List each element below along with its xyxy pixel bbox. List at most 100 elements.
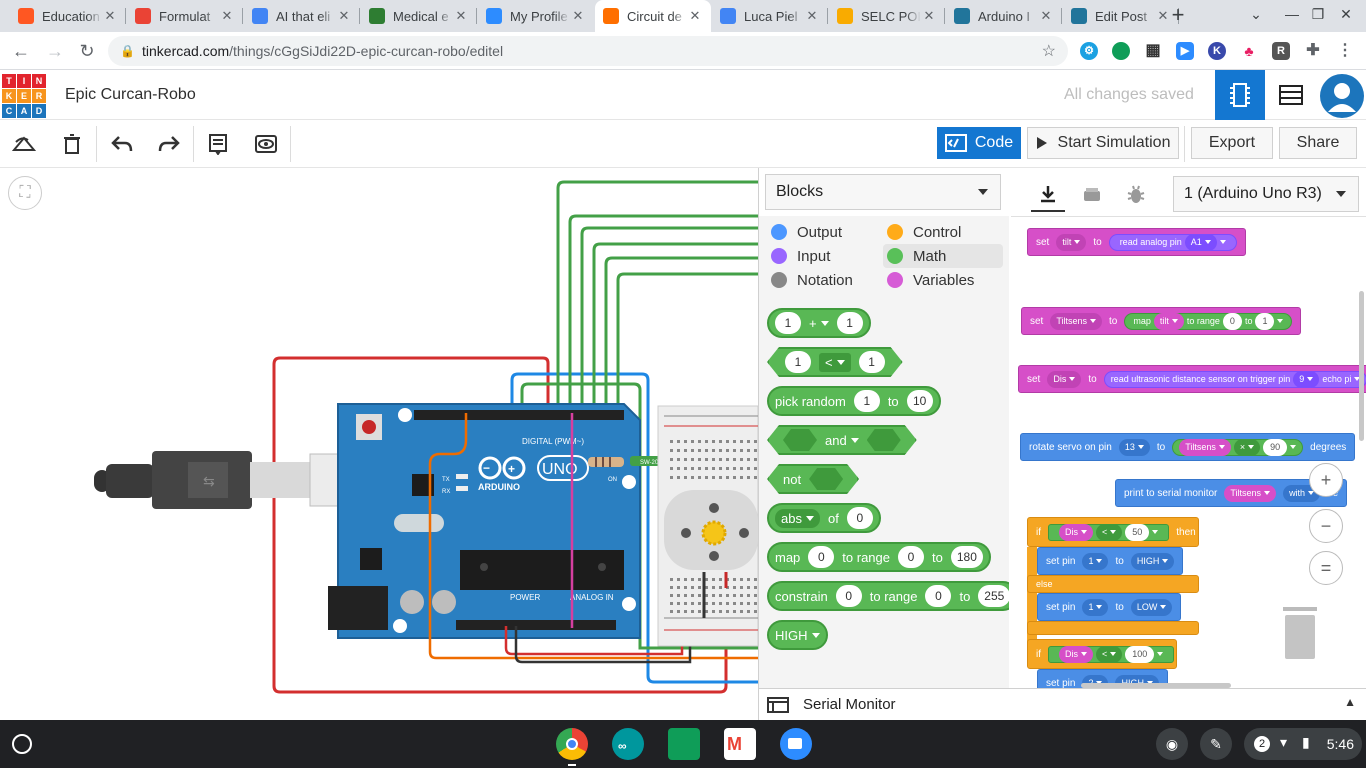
wire-blue[interactable] [510, 372, 758, 684]
range-from[interactable]: 0 [1222, 312, 1242, 330]
category-variables[interactable]: Variables [883, 268, 974, 292]
media-control-icon[interactable]: ◉ [1156, 728, 1188, 760]
arith-operator-dropdown[interactable]: + [809, 316, 829, 331]
extension-icon[interactable]: ⚙ [1080, 42, 1098, 60]
trigger-pin-dropdown[interactable]: 9 [1293, 370, 1320, 388]
browser-tab[interactable]: SELC POI✕ [829, 0, 945, 32]
map-block[interactable]: map 0 to range 0 to 180 [767, 542, 991, 572]
if-block[interactable]: if Dis < 50 then [1027, 517, 1199, 547]
wire-green-1[interactable] [520, 382, 758, 650]
code-button[interactable]: Code [937, 127, 1021, 159]
map-from[interactable]: 0 [898, 546, 924, 568]
compare-value[interactable]: 100 [1125, 645, 1155, 663]
abs-value[interactable]: 0 [846, 507, 873, 529]
notes-icon[interactable] [206, 132, 230, 156]
vertical-scrollbar[interactable] [1359, 291, 1364, 441]
browser-tab[interactable]: Formulat✕ [127, 0, 243, 32]
tab-search-icon[interactable]: ⌄ [1250, 6, 1262, 22]
abs-block[interactable]: abs of 0 [767, 503, 881, 533]
ultrasonic-block[interactable]: read ultrasonic distance sensor on trigg… [1103, 370, 1366, 388]
category-input[interactable]: Input [767, 244, 830, 268]
wire-green-6[interactable] [604, 256, 758, 413]
menu-dots-icon[interactable]: ⋮ [1336, 42, 1354, 60]
compare-value[interactable]: 50 [1125, 523, 1150, 541]
arduino-uno-board[interactable]: − + UNO ARDUINO DIGITAL (PWM~) POWER ANA… [328, 403, 641, 639]
browser-tab[interactable]: Education✕ [10, 0, 126, 32]
constrain-value[interactable]: 0 [835, 585, 862, 607]
delete-icon[interactable] [60, 132, 84, 156]
tab-close-icon[interactable]: ✕ [455, 8, 467, 23]
browser-tab[interactable]: Luca Piel✕ [712, 0, 828, 32]
tab-close-icon[interactable]: ✕ [1040, 8, 1052, 23]
arith-a[interactable]: 1 [775, 312, 801, 334]
tab-close-icon[interactable]: ✕ [1157, 8, 1169, 23]
back-icon[interactable]: ← [12, 41, 30, 61]
new-tab-button[interactable]: + [1171, 2, 1185, 27]
pick-random-block[interactable]: pick random 1 to 10 [767, 386, 941, 416]
zoom-reset-icon[interactable]: = [1309, 551, 1343, 585]
map-to[interactable]: 180 [950, 546, 983, 568]
board-select-dropdown[interactable]: 1 (Arduino Uno R3) [1173, 176, 1359, 212]
wire-orange[interactable] [428, 413, 758, 660]
user-avatar[interactable] [1320, 74, 1364, 118]
map-value[interactable]: 0 [808, 546, 835, 568]
maximize-button[interactable]: ❐ [1311, 6, 1325, 22]
r-extension-icon[interactable]: R [1272, 42, 1290, 60]
constrain-to[interactable]: 255 [978, 585, 1009, 607]
start-simulation-button[interactable]: Start Simulation [1027, 127, 1179, 159]
fit-view-icon[interactable]: ⛶ [8, 176, 42, 210]
pin-dropdown[interactable]: 1 [1082, 598, 1109, 616]
puzzle-badge-icon[interactable]: ♣ [1240, 42, 1258, 60]
map-block-instance[interactable]: map tilt to range 0 to 1 [1124, 312, 1293, 330]
high-block[interactable]: HIGH [767, 620, 828, 650]
dis-var[interactable]: Dis [1059, 645, 1093, 663]
constrain-block[interactable]: constrain 0 to range 0 to 255 [767, 581, 1009, 611]
export-button[interactable]: Export [1191, 127, 1273, 159]
state-dropdown[interactable]: LOW [1130, 598, 1173, 616]
upload-library-icon[interactable] [1075, 178, 1109, 212]
gmail-app-icon[interactable]: M [724, 728, 756, 760]
browser-tab[interactable]: Edit Post✕ [1063, 0, 1179, 32]
debugger-bug-icon[interactable] [1119, 178, 1153, 212]
forward-icon[interactable]: → [46, 41, 64, 61]
tiltsens-var[interactable]: Tiltsens [1224, 484, 1277, 502]
set-tiltsens-block[interactable]: set Tiltsens to map tilt to range 0 to 1 [1021, 307, 1302, 335]
compare-block-instance[interactable]: Dis < 100 [1048, 645, 1175, 663]
wire-green-2[interactable] [556, 180, 758, 413]
browser-tab[interactable]: My Profile✕ [478, 0, 594, 32]
trash-icon[interactable] [1283, 607, 1317, 659]
rotate-icon[interactable] [12, 132, 36, 156]
compare-block-instance[interactable]: Dis < 50 [1048, 523, 1170, 541]
address-bar[interactable]: 🔒 tinkercad.com/things/cGgSiJdi22D-epic-… [108, 36, 1068, 66]
extension-leaf-icon[interactable] [1112, 42, 1130, 60]
launcher-icon[interactable] [12, 734, 32, 754]
visibility-icon[interactable] [254, 132, 278, 156]
dis-var[interactable]: Dis [1059, 523, 1093, 541]
tab-close-icon[interactable]: ✕ [572, 8, 584, 23]
classroom-app-icon[interactable] [668, 728, 700, 760]
zoom-out-icon[interactable]: − [1309, 509, 1343, 543]
browser-tab[interactable]: Medical e✕ [361, 0, 477, 32]
analog-pin-dropdown[interactable]: A1 [1184, 233, 1217, 251]
abs-dropdown[interactable]: abs [775, 508, 820, 528]
compare-operator-dropdown[interactable]: < [819, 353, 851, 372]
horizontal-scrollbar[interactable] [1081, 683, 1231, 688]
wire-green-5[interactable] [592, 242, 758, 413]
serial-monitor-bar[interactable]: Serial Monitor ▲ [758, 688, 1366, 720]
constrain-from[interactable]: 0 [925, 585, 952, 607]
zoom-in-icon[interactable]: + [1309, 463, 1343, 497]
set-pin-high-block[interactable]: set pin 1 to HIGH [1037, 547, 1184, 575]
breadboard[interactable] [657, 405, 758, 647]
var-dropdown[interactable]: Dis [1047, 370, 1082, 388]
close-window-button[interactable]: ✕ [1340, 6, 1352, 22]
if-block-2[interactable]: if Dis < 100 then [1027, 639, 1201, 669]
set-pin-low-block[interactable]: set pin 1 to LOW [1037, 593, 1182, 621]
status-tray[interactable]: 2 ▾ ▮ 5:46 [1244, 728, 1362, 760]
category-notation[interactable]: Notation [767, 268, 853, 292]
resistor[interactable] [588, 457, 624, 467]
tab-close-icon[interactable]: ✕ [923, 8, 935, 23]
share-button[interactable]: Share [1279, 127, 1357, 159]
